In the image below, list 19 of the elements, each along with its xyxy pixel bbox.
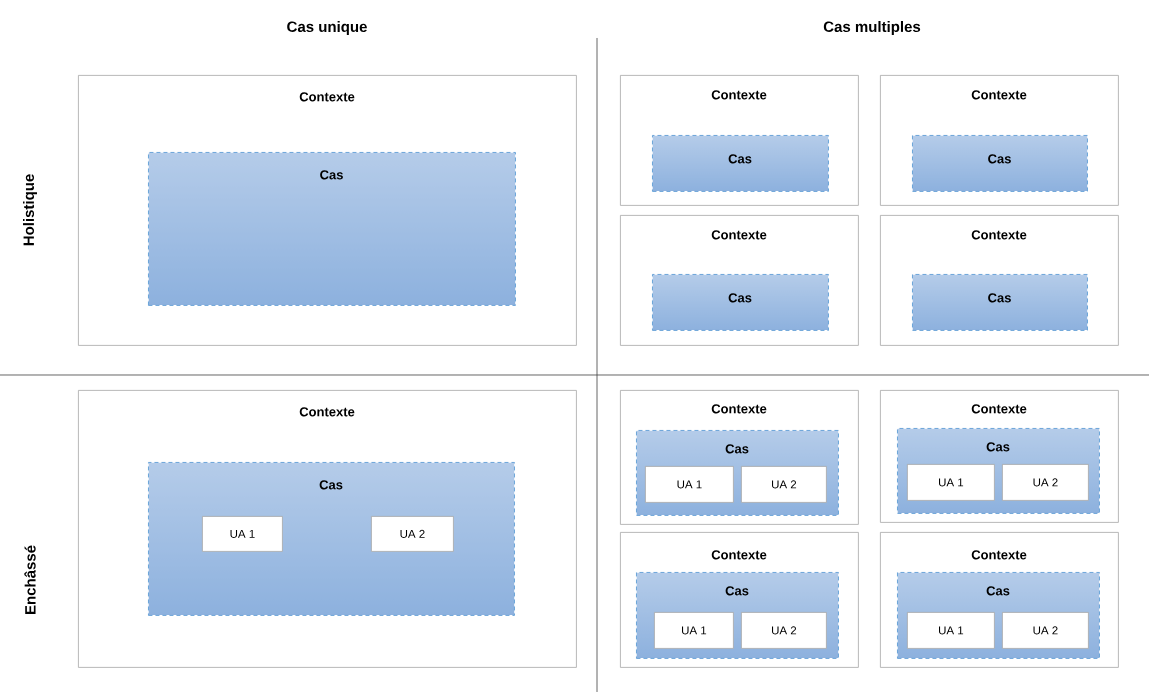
row-heading: Enchâssé — [24, 545, 36, 614]
case-box: Cas — [652, 274, 829, 331]
unit-box: UA 2 — [741, 466, 827, 503]
case-box: Cas — [148, 152, 516, 306]
case-box: Cas — [912, 135, 1088, 192]
case-box: Cas — [912, 274, 1088, 331]
unit-box: UA 1 — [907, 464, 995, 501]
row-heading: Holistique — [23, 174, 37, 246]
unit-box: UA 2 — [1002, 612, 1089, 649]
unit-box: UA 2 — [1002, 464, 1089, 501]
case-box: Cas — [652, 135, 829, 192]
unit-box: UA 2 — [741, 612, 827, 649]
unit-box: UA 1 — [202, 516, 283, 552]
unit-box: UA 1 — [654, 612, 734, 649]
unit-box: UA 1 — [907, 612, 995, 649]
column-heading: Cas unique — [287, 21, 367, 35]
unit-box: UA 1 — [645, 466, 734, 503]
unit-box: UA 2 — [371, 516, 454, 552]
column-heading: Cas multiples — [823, 21, 921, 35]
